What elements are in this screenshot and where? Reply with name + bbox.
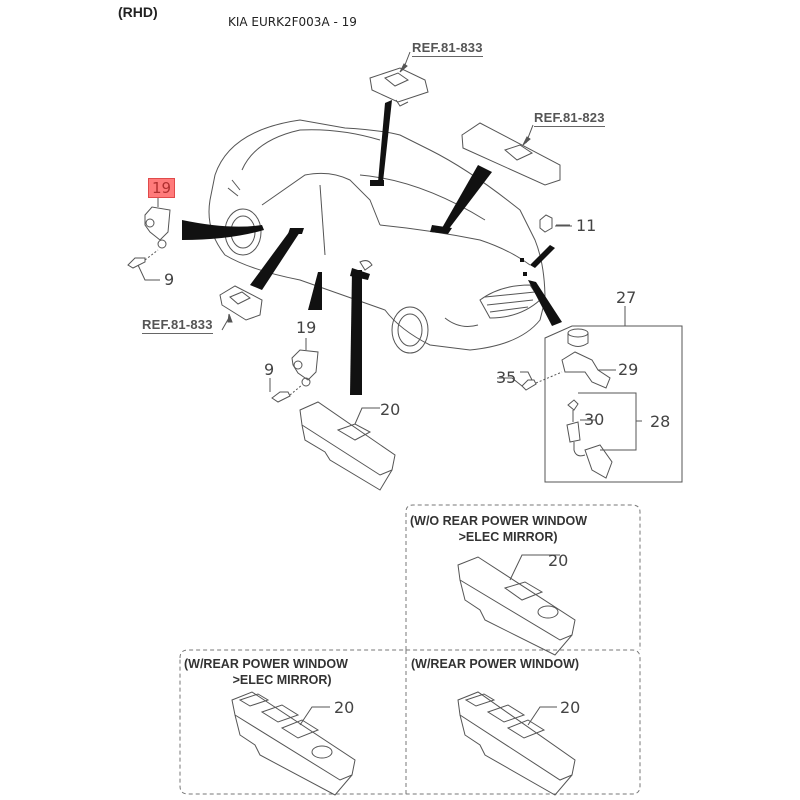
part-20-main	[299, 401, 396, 491]
part-11-clip	[539, 214, 572, 233]
callout-35[interactable]: 35	[496, 368, 517, 387]
callout-28[interactable]: 28	[650, 412, 671, 431]
variant-title-w-rear-power-window: (W/REAR POWER WINDOW)	[411, 657, 580, 671]
variant-frames	[179, 504, 641, 795]
variant-title-w-rear-power-window-elec-mirror: (W/REAR POWER WINDOW >ELEC MIRROR)	[184, 657, 348, 687]
callout-19-lower[interactable]: 19	[296, 318, 317, 337]
variant-2-callout-20[interactable]: 20	[334, 698, 355, 717]
variant-2-switch	[231, 691, 356, 796]
variant-1-callout-20[interactable]: 20	[548, 551, 569, 570]
switch-left	[219, 285, 263, 321]
ref-label-top[interactable]: REF.81-833	[412, 40, 483, 57]
location-pointers	[182, 100, 562, 395]
ref-label-left[interactable]: REF.81-833	[142, 317, 213, 334]
switch-right	[461, 122, 561, 186]
callout-20-main[interactable]: 20	[380, 400, 401, 419]
variant-3-switch	[457, 691, 576, 796]
drive-side-label: (RHD)	[118, 4, 158, 20]
part-19-sensor	[144, 197, 171, 249]
leader-lines	[221, 51, 534, 331]
callout-27[interactable]: 27	[616, 288, 637, 307]
callout-9-left[interactable]: 9	[164, 270, 175, 289]
assembly-27-box	[520, 306, 683, 483]
ref-label-right[interactable]: REF.81-823	[534, 110, 605, 127]
callout-29[interactable]: 29	[618, 360, 639, 379]
callout-11[interactable]: 11	[576, 216, 597, 235]
diagram-title: KIA EURK2F003A - 19	[228, 15, 357, 29]
callout-19-highlighted[interactable]: 19	[148, 178, 176, 198]
variant-1-switch	[457, 554, 576, 656]
switch-top	[369, 67, 429, 107]
callout-leaders	[497, 224, 570, 387]
callout-9-lower[interactable]: 9	[264, 360, 275, 379]
part-9-screw	[127, 249, 160, 281]
variant-3-callout-20[interactable]: 20	[560, 698, 581, 717]
callout-30[interactable]: 30	[584, 410, 605, 429]
variant-title-wo-rear-power-window: (W/O REAR POWER WINDOW >ELEC MIRROR)	[410, 514, 588, 544]
variant-switch-illustrations	[231, 554, 576, 796]
part-19-lower	[269, 338, 319, 403]
car-illustration	[208, 119, 546, 354]
